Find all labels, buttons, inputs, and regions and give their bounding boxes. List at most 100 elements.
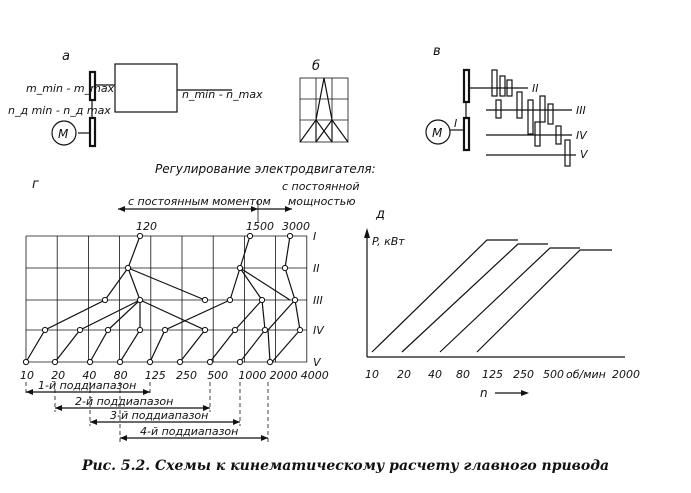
panel-g-node	[176, 358, 184, 366]
panel-g-subrange-arrowhead	[261, 435, 268, 441]
panel-g-node	[76, 326, 84, 334]
panel-g-node	[146, 358, 154, 366]
panel-a-pulley-bottom	[88, 116, 97, 148]
panel-g-regulation-title: Регулирование электродвигателя:	[155, 162, 376, 176]
panel-g-subrange-arrowhead	[120, 435, 127, 441]
panel-g-node	[226, 296, 234, 304]
panel-g-node	[246, 232, 254, 240]
panel-b-ray-4	[315, 119, 333, 143]
panel-g-node	[286, 232, 294, 240]
panel-g-speed-ray	[239, 299, 266, 363]
panel-g-top-speed-2: 1500	[246, 220, 274, 233]
panel-g-node	[231, 326, 239, 334]
panel-d-x-tick-label: 250	[513, 368, 534, 381]
panel-g-node	[41, 326, 49, 334]
panel-g-arrowhead	[251, 206, 258, 212]
panel-g-arrowhead	[118, 206, 125, 212]
panel-v-gear	[534, 121, 541, 147]
panel-b-ray-2	[323, 77, 349, 143]
panel-g-node	[236, 264, 244, 272]
panel-d-power-curve	[439, 247, 580, 353]
panel-g-node	[101, 296, 109, 304]
panel-v-pulley-top	[462, 68, 471, 104]
panel-v-gear	[527, 99, 534, 135]
panel-g-x-tick-label: 20	[51, 369, 65, 382]
panel-d-power-curve	[476, 249, 612, 353]
panel-d-x-tick-label: 125	[482, 368, 503, 381]
panel-g-node	[104, 326, 112, 334]
panel-g-node	[136, 232, 144, 240]
panel-v-shaft-label-1: I	[454, 117, 457, 130]
panel-g-subrange-arrowhead	[233, 419, 240, 425]
panel-g-shaft-label: IV	[313, 324, 325, 337]
panel-d-x-tick-label: 10	[365, 368, 379, 381]
panel-d-x-tick-label: 2000	[612, 368, 640, 381]
panel-g-speed-ray	[209, 267, 263, 363]
panel-a-motor-circle	[51, 120, 77, 146]
panel-v-gear	[539, 95, 546, 123]
panel-a-label-top: m_min - m_max	[26, 82, 115, 95]
panel-g-node	[258, 296, 266, 304]
panel-a-label-right: n_min - n_max	[182, 88, 263, 101]
panel-a-motor-label: М	[58, 127, 69, 141]
panel-g-subrange-arrowhead	[90, 419, 97, 425]
panel-v-gear	[506, 79, 513, 97]
panel-g-rays	[22, 232, 304, 366]
panel-g-x-tick-label: 2000	[270, 369, 298, 382]
panel-g-subrange-label: 2-й поддиапазон	[75, 395, 173, 408]
panel-g-node	[201, 296, 209, 304]
panel-g-speed-ray	[139, 299, 206, 363]
panel-g-node	[116, 358, 124, 366]
panel-g-arrowhead	[285, 206, 292, 212]
panel-g-node	[136, 296, 144, 304]
panel-g-node	[161, 326, 169, 334]
panel-d-x-tick-label: 80	[456, 368, 470, 381]
panel-v-gear	[499, 75, 506, 97]
panel-v-gear	[564, 139, 571, 167]
panel-v: в М I II III IV V	[425, 44, 589, 167]
panel-g-shaft-label: I	[313, 230, 316, 243]
panel-g-subrange-label: 1-й поддиапазон	[38, 379, 136, 392]
panel-v-gear	[516, 91, 523, 119]
panel-d-x-label: n	[480, 386, 488, 400]
panel-d-y-label: P, кВт	[372, 235, 405, 248]
panel-g-node	[201, 326, 209, 334]
panel-g-speed-ray	[239, 267, 291, 301]
panel-g-subrange-arrowhead	[26, 389, 33, 395]
panel-v-shaft-label-3: III	[576, 104, 586, 117]
panel-g-const-moment: с постоянным моментом	[128, 195, 271, 208]
panel-v-shaft-label-5: V	[580, 148, 589, 161]
panel-g-grid	[25, 235, 308, 363]
panel-g-speed-ray	[267, 235, 296, 363]
panel-g-x-tick-label: 40	[82, 369, 96, 382]
panel-b-label: б	[312, 59, 320, 74]
panel-d-y-arrow	[364, 228, 370, 238]
panel-a: а m_min - m_max n_д min - n_д max n_min …	[8, 49, 263, 148]
panel-g-speed-ray	[89, 299, 141, 363]
panel-g-subrange-arrowhead	[143, 389, 150, 395]
panel-g-node	[86, 358, 94, 366]
panel-v-gear	[495, 99, 502, 119]
panel-g-x-tick-label: 1000	[238, 369, 266, 382]
panel-g-node	[22, 358, 30, 366]
panel-d-x-arrowhead	[521, 390, 529, 396]
panel-g-top-speed-1: 120	[136, 220, 157, 233]
panel-g-subrange-label: 4-й поддиапазон	[140, 425, 238, 438]
panel-d-power-curve	[371, 239, 518, 353]
panel-v-label: в	[433, 44, 441, 59]
panel-g-x-tick-label: 80	[114, 369, 128, 382]
panel-g-x-tick-label: 250	[176, 369, 197, 382]
panel-g-node	[296, 326, 304, 334]
panel-g-node	[266, 358, 274, 366]
panel-v-shaft-label-2: II	[532, 82, 539, 95]
panel-d-x-tick-label: 20	[397, 368, 411, 381]
panel-g-speed-ray	[149, 235, 251, 363]
panel-g-node	[136, 326, 144, 334]
panel-g-const-power-1: с постоянной	[282, 180, 360, 193]
